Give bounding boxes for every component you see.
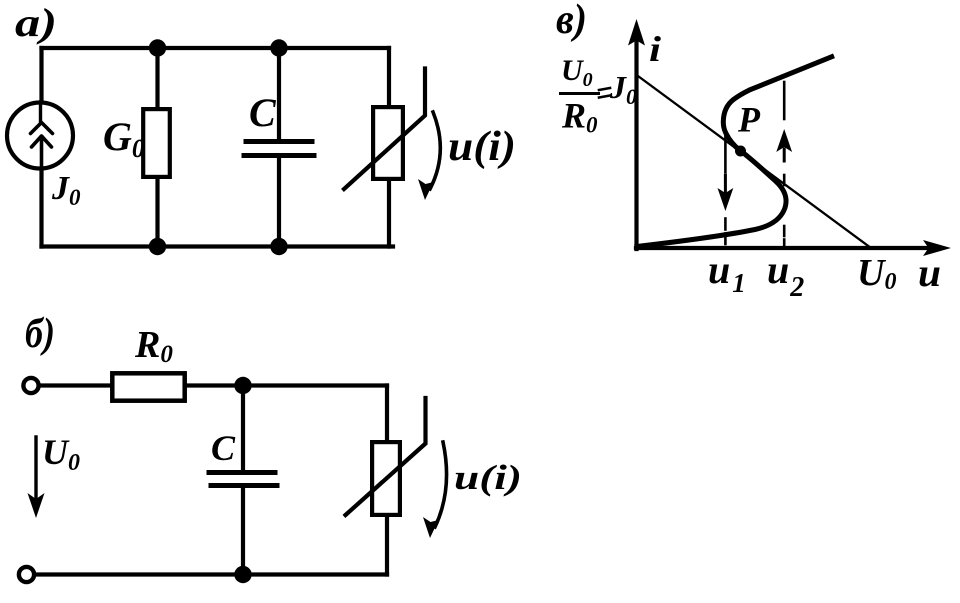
svg-text:R0: R0 bbox=[134, 324, 173, 368]
svg-text:U0: U0 bbox=[42, 432, 80, 476]
svg-text:J0: J0 bbox=[51, 170, 81, 210]
svg-text:P: P bbox=[737, 100, 761, 140]
svg-text:u: u bbox=[918, 250, 941, 295]
svg-text:J0: J0 bbox=[609, 69, 637, 109]
svg-text:R0: R0 bbox=[561, 96, 598, 138]
svg-text:U0: U0 bbox=[857, 252, 896, 295]
svg-text:а): а) bbox=[15, 0, 57, 45]
svg-text:C: C bbox=[211, 428, 236, 468]
svg-text:U0: U0 bbox=[561, 54, 593, 91]
svg-text:i: i bbox=[649, 29, 661, 69]
svg-text:б): б) bbox=[25, 311, 55, 357]
svg-text:u1: u1 bbox=[708, 247, 746, 298]
svg-text:u2: u2 bbox=[767, 247, 804, 303]
svg-text:u(i): u(i) bbox=[454, 458, 522, 497]
svg-text:G0: G0 bbox=[103, 114, 145, 163]
svg-text:в): в) bbox=[556, 0, 587, 43]
svg-text:u(i): u(i) bbox=[448, 124, 516, 170]
svg-text:C: C bbox=[249, 90, 277, 135]
